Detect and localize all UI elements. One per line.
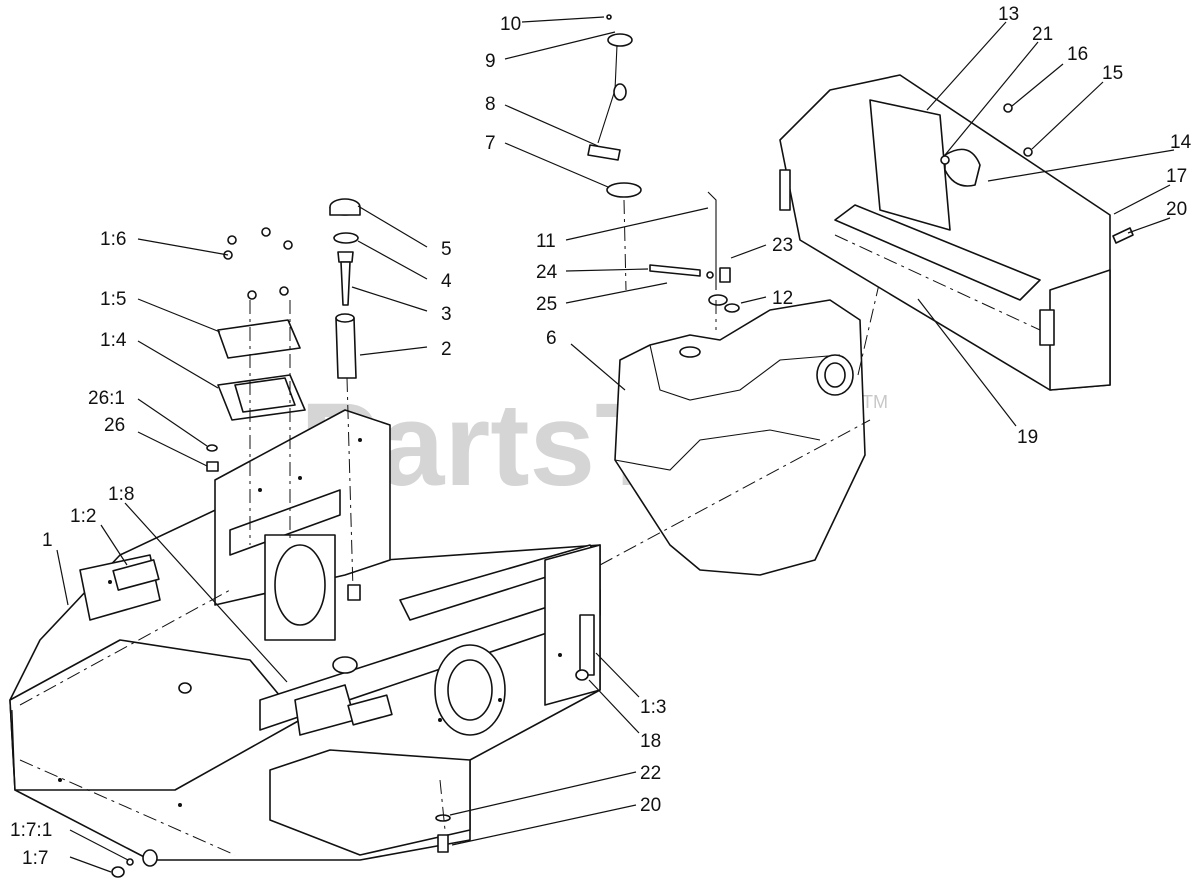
callout-17: 17 bbox=[1166, 166, 1187, 187]
o-ring-part bbox=[206, 444, 218, 452]
callout-3: 3 bbox=[441, 304, 452, 325]
callout-8: 8 bbox=[485, 94, 496, 115]
callout-6: 6 bbox=[546, 328, 557, 349]
callout-22: 22 bbox=[640, 763, 661, 784]
callout-20-top: 20 bbox=[1166, 199, 1187, 220]
callout-2: 2 bbox=[441, 339, 452, 360]
callout-14: 14 bbox=[1170, 132, 1192, 153]
callout-9: 9 bbox=[485, 51, 496, 72]
fill-neck-group bbox=[329, 198, 361, 601]
callout-23: 23 bbox=[772, 235, 793, 256]
callout-7: 7 bbox=[485, 133, 496, 154]
small-fitting-part bbox=[111, 866, 125, 878]
callout-19: 19 bbox=[1017, 427, 1038, 448]
leader-lines bbox=[56, 16, 1175, 873]
callout-21: 21 bbox=[1032, 24, 1053, 45]
fitting-part bbox=[206, 461, 219, 472]
callout-15: 15 bbox=[1102, 63, 1123, 84]
fuel-tank-part bbox=[614, 299, 866, 576]
callout-24: 24 bbox=[536, 262, 558, 283]
callout-18: 18 bbox=[640, 731, 661, 752]
callout-1-4: 1:4 bbox=[100, 330, 127, 351]
mount-centerline bbox=[599, 419, 871, 566]
callout-1-2: 1:2 bbox=[70, 506, 96, 527]
callout-16: 16 bbox=[1067, 44, 1088, 65]
cap-centerline bbox=[857, 279, 881, 376]
vent-tube-group bbox=[649, 191, 740, 330]
callout-1-7: 1:7 bbox=[22, 848, 48, 869]
callout-26: 26 bbox=[104, 415, 125, 436]
callout-1-8: 1:8 bbox=[108, 484, 134, 505]
callout-labels: 10 9 8 7 5 4 3 2 1:6 1:5 1:4 26:1 26 1:8… bbox=[10, 4, 1192, 869]
small-washer-part bbox=[126, 858, 134, 866]
frame-assembly bbox=[9, 409, 601, 867]
callout-4: 4 bbox=[441, 271, 452, 292]
fuel-sender-group bbox=[587, 14, 642, 291]
callout-20-bottom: 20 bbox=[640, 795, 661, 816]
washer-part bbox=[435, 814, 451, 822]
callout-13: 13 bbox=[998, 4, 1019, 25]
nut-part bbox=[575, 669, 589, 681]
callout-12: 12 bbox=[772, 288, 793, 309]
bolt-part bbox=[437, 834, 449, 853]
callout-26-1: 26:1 bbox=[88, 388, 125, 409]
tank-guard-part bbox=[779, 74, 1134, 391]
callout-11: 11 bbox=[536, 231, 556, 252]
watermark-trademark: TM bbox=[862, 392, 888, 412]
callout-5: 5 bbox=[441, 239, 452, 260]
access-plate-group bbox=[217, 227, 306, 545]
callout-1-6: 1:6 bbox=[100, 229, 126, 250]
callout-25: 25 bbox=[536, 294, 557, 315]
callout-10: 10 bbox=[500, 14, 521, 35]
callout-1-3: 1:3 bbox=[640, 697, 666, 718]
callout-1: 1 bbox=[42, 530, 53, 551]
callout-1-7-1: 1:7:1 bbox=[10, 820, 52, 841]
callout-1-5: 1:5 bbox=[100, 289, 126, 310]
